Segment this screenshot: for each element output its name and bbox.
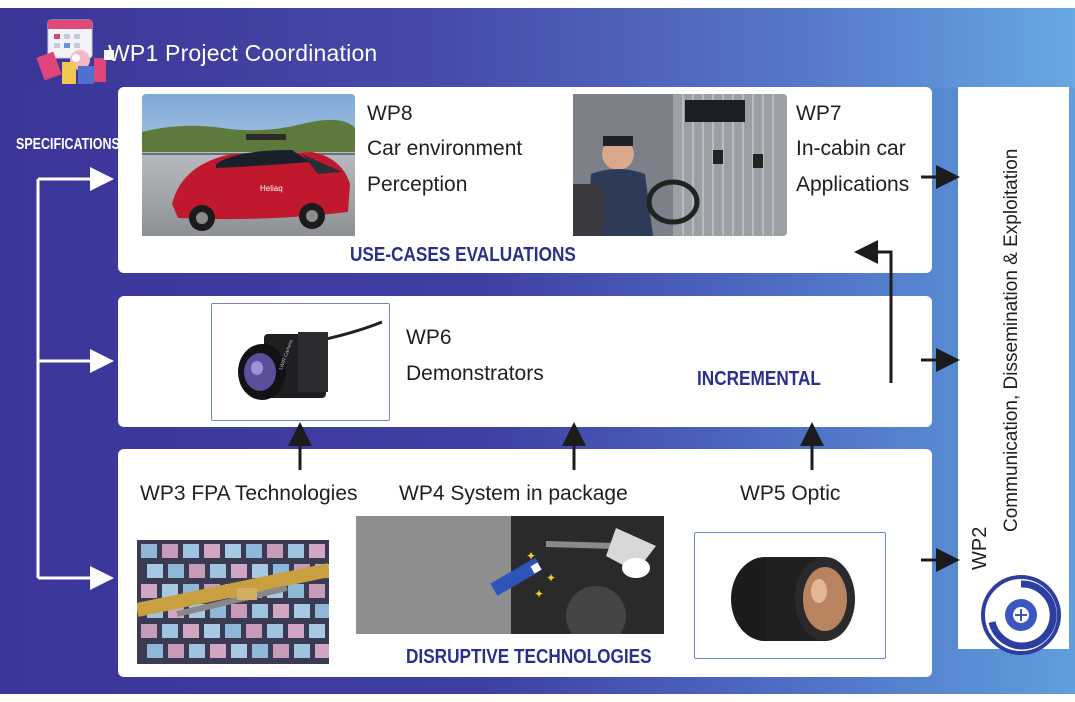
lwir-camera-image: LWIR Camera bbox=[238, 320, 383, 400]
car-badge: Heliaq bbox=[260, 184, 283, 193]
header-band bbox=[0, 0, 1075, 88]
optic-photo-frame bbox=[694, 532, 886, 659]
wp8-line1: Car environment bbox=[367, 137, 523, 160]
specifications-arrows bbox=[36, 167, 114, 590]
optic-lens-image bbox=[731, 557, 855, 641]
coordination-icon bbox=[36, 19, 114, 84]
svg-text:✦: ✦ bbox=[534, 587, 544, 601]
wp7-line1: In-cabin car bbox=[796, 137, 906, 160]
in-cabin-photo bbox=[573, 94, 787, 236]
wp4-label: WP4 System in package bbox=[399, 482, 628, 505]
car-photo: Heliaq bbox=[142, 94, 355, 236]
wp6-code: WP6 bbox=[406, 326, 452, 349]
thermal-image: ✦ ✦ ✦ bbox=[356, 516, 664, 634]
use-cases-label: USE-CASES EVALUATIONS bbox=[350, 244, 576, 266]
wp2-panel bbox=[958, 87, 1069, 649]
frame-bottom bbox=[0, 694, 1075, 702]
wp7-code: WP7 bbox=[796, 102, 842, 125]
incremental-label: INCREMENTAL bbox=[697, 368, 821, 390]
wp7-line2: Applications bbox=[796, 173, 910, 196]
wp3-label: WP3 FPA Technologies bbox=[140, 482, 358, 505]
wp5-label: WP5 Optic bbox=[740, 482, 841, 505]
wp6-line1: Demonstrators bbox=[406, 362, 544, 385]
svg-text:✦: ✦ bbox=[546, 571, 556, 585]
frame-top bbox=[0, 0, 1075, 8]
specifications-label: SPECIFICATIONS bbox=[16, 136, 120, 153]
svg-text:✦: ✦ bbox=[526, 549, 536, 563]
wp8-line2: Perception bbox=[367, 173, 468, 196]
camera-photo-frame: LWIR Camera bbox=[211, 303, 390, 421]
wp1-title: WP1 Project Coordination bbox=[108, 40, 378, 66]
disruptive-label: DISRUPTIVE TECHNOLOGIES bbox=[406, 646, 652, 668]
fpa-wafer-photo bbox=[137, 540, 329, 664]
wp8-code: WP8 bbox=[367, 102, 413, 125]
project-logo-icon bbox=[981, 575, 1061, 655]
